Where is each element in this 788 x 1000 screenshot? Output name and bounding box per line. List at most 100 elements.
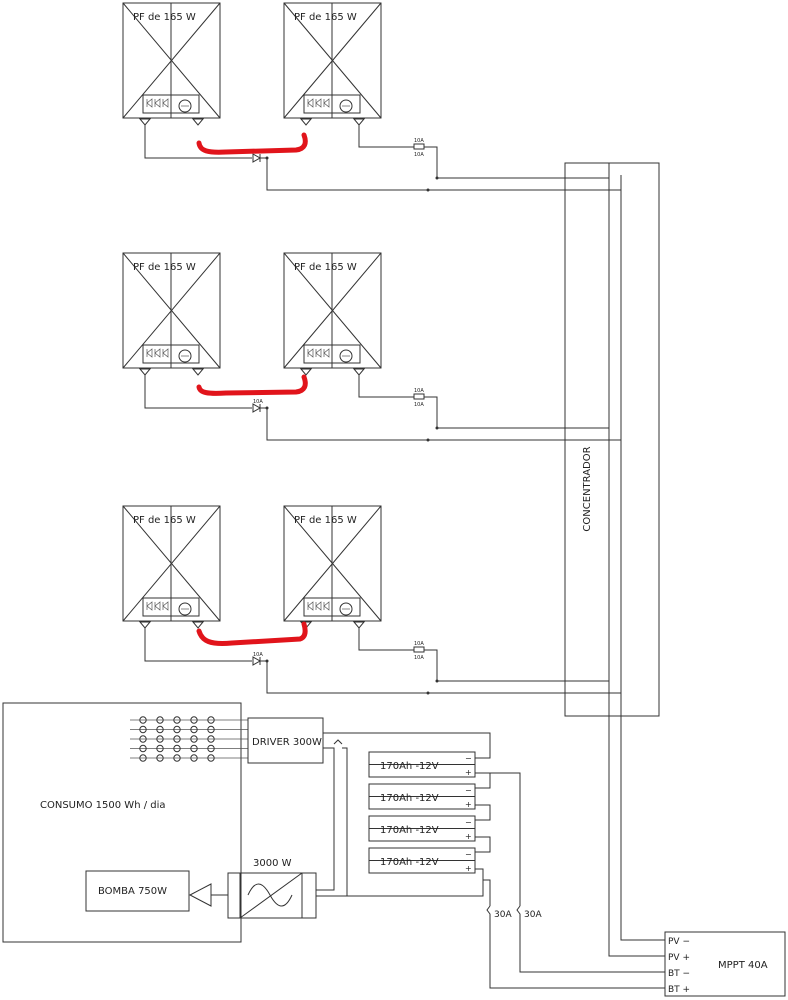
series-jumper-wire — [196, 374, 308, 396]
bomba-box: BOMBA 750W — [85, 870, 228, 912]
sine-wave-icon — [247, 883, 293, 907]
string-negative-wire — [144, 125, 252, 159]
battery-minus-terminal: − — [465, 850, 472, 859]
lamp-icon — [156, 735, 164, 743]
driver-label: DRIVER 300W — [252, 737, 322, 748]
solar-panel: PF de 165 W — [122, 2, 221, 126]
wire-pv-minus — [620, 175, 665, 941]
battery-plus-terminal: + — [465, 768, 472, 777]
wire-crossing-hop — [333, 739, 343, 745]
fuse-label-bottom: 10A — [414, 152, 424, 158]
series-jumper-wire — [196, 132, 308, 155]
breaker-label-1: 30A — [494, 910, 512, 920]
bypass-diode-icon — [154, 601, 161, 611]
lamp-icon — [173, 754, 181, 762]
fuse-icon — [413, 143, 425, 150]
terminal-plus-icon — [352, 621, 366, 629]
battery-plus-terminal: + — [465, 864, 472, 873]
lamp-icon — [207, 744, 215, 753]
breakers: 30A 30A — [475, 772, 665, 989]
bypass-diode-icon — [154, 348, 161, 358]
panel-label: PF de 165 W — [133, 515, 196, 526]
terminal-plus-icon — [191, 621, 205, 629]
bypass-diode-icon — [162, 348, 169, 358]
battery: 170Ah -12V−+ — [368, 815, 476, 842]
concentrador-box: CONCENTRADOR — [564, 162, 660, 717]
driver-to-battery-wire — [323, 732, 491, 759]
bypass-diode-icon — [307, 601, 314, 611]
panel-label: PF de 165 W — [294, 262, 357, 273]
bypass-diode-icon — [315, 98, 322, 108]
junction-box — [142, 94, 200, 114]
wire-pv-plus — [608, 716, 665, 957]
bypass-diode-icon — [154, 98, 161, 108]
lamp-icon — [139, 735, 147, 743]
bypass-diode-icon — [315, 348, 322, 358]
blocking-diode-icon — [252, 153, 262, 163]
bypass-diode-icon — [323, 601, 330, 611]
consumo-label: CONSUMO 1500 Wh / dia — [40, 800, 166, 811]
mppt-terminal-pv-plus: PV + — [668, 953, 690, 963]
panel-label: PF de 165 W — [133, 12, 196, 23]
bypass-diode-icon — [146, 98, 153, 108]
terminal-minus-icon — [299, 368, 313, 376]
terminal-plus-icon — [352, 118, 366, 126]
battery-link-2 — [475, 804, 491, 821]
terminal-minus-icon — [138, 368, 152, 376]
meter-icon — [178, 99, 192, 113]
lamp-icon — [173, 716, 181, 724]
lamp-icon — [139, 754, 147, 762]
meter-icon — [178, 602, 192, 616]
lamp-icon — [156, 716, 164, 724]
string-positive-wire — [358, 628, 414, 651]
terminal-minus-icon — [299, 118, 313, 126]
battery-plus-terminal: + — [465, 800, 472, 809]
lamp-icon — [190, 725, 198, 734]
lamp-icon — [173, 725, 181, 734]
meter-icon — [339, 99, 353, 113]
inverter-label: 3000 W — [253, 858, 292, 869]
lamp-icon — [207, 735, 215, 743]
junction-box — [303, 344, 361, 364]
battery-link-1 — [475, 772, 491, 789]
lamp-icon — [156, 744, 164, 753]
solar-panel: PF de 165 W — [122, 505, 221, 629]
string-positive-bus — [424, 649, 609, 682]
fuse-icon — [413, 393, 425, 400]
lamp-grid — [130, 716, 248, 762]
lamp-icon — [139, 744, 147, 753]
solar-panel: PF de 165 W — [283, 252, 382, 376]
lamp-icon — [139, 725, 147, 734]
mppt-box: MPPT 40A PV − PV + BT − BT + — [664, 931, 786, 997]
bypass-diode-icon — [146, 601, 153, 611]
battery: 170Ah -12V−+ — [368, 783, 476, 810]
lamp-icon — [190, 735, 198, 743]
fuse-label-bottom: 10A — [414, 402, 424, 408]
panel-label: PF de 165 W — [133, 262, 196, 273]
breaker-wire-left — [475, 772, 521, 906]
terminal-plus-icon — [191, 368, 205, 376]
battery-to-inverter-wire — [316, 747, 348, 897]
breaker-wire-right — [482, 869, 491, 906]
bypass-diode-icon — [162, 98, 169, 108]
battery-minus-terminal: − — [465, 754, 472, 763]
battery-link-3 — [475, 836, 491, 853]
lamp-icon — [173, 744, 181, 753]
solar-panel: PF de 165 W — [283, 2, 382, 126]
string-positive-bus — [424, 396, 609, 429]
junction-box — [303, 94, 361, 114]
bypass-diode-icon — [315, 601, 322, 611]
bypass-diode-icon — [307, 348, 314, 358]
string-positive-wire — [358, 375, 414, 398]
fuse-label-top: 10A — [414, 138, 424, 144]
concentrador-label: CONCENTRADOR — [582, 446, 593, 531]
junction-box — [142, 344, 200, 364]
lamp-icon — [156, 754, 164, 762]
bomba-label: BOMBA 750W — [98, 886, 167, 897]
lamp-icon — [173, 735, 181, 743]
lamp-icon — [190, 744, 198, 753]
